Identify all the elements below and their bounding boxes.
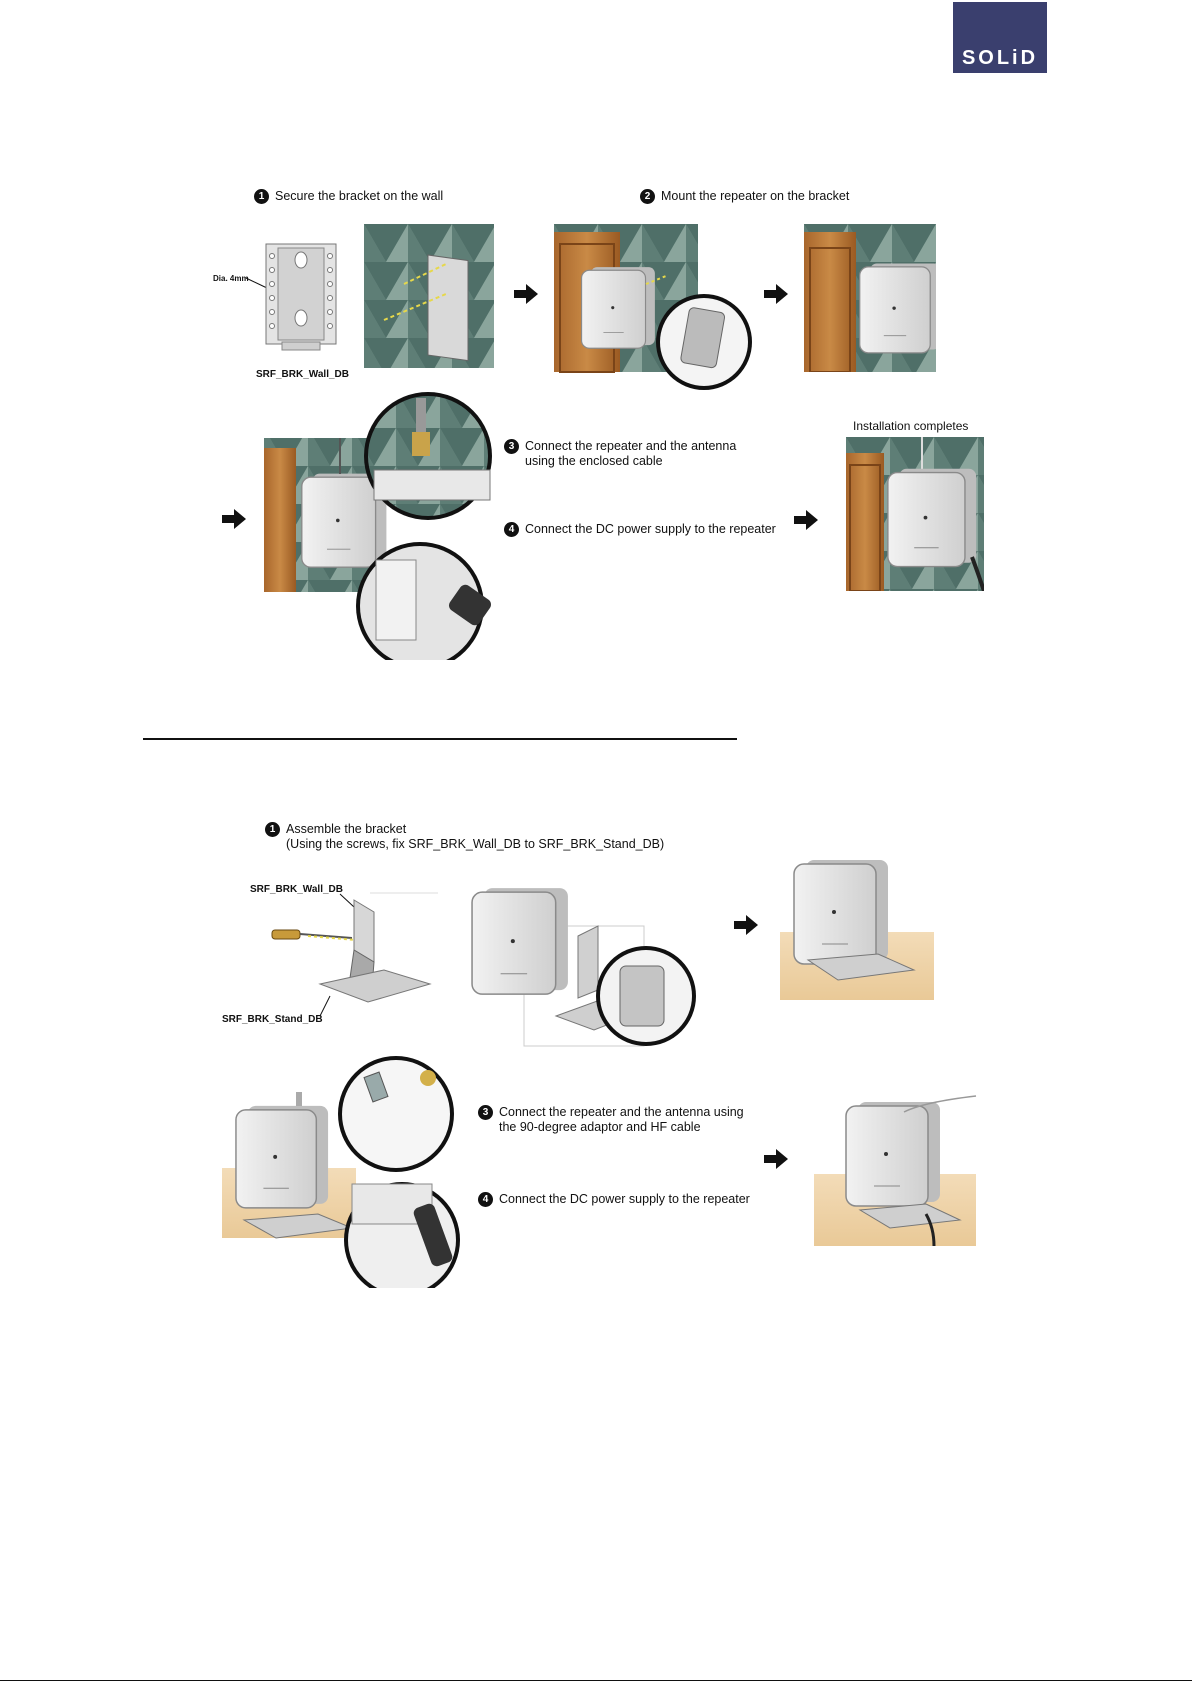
bracket-on-wall-image (364, 224, 494, 368)
wall-step-4: 4 Connect the DC power supply to the rep… (504, 522, 776, 537)
step-number: 4 (504, 522, 519, 537)
installation-complete-label: Installation completes (853, 419, 969, 433)
arrow-icon (764, 284, 788, 304)
stand-wall-bracket-label: SRF_BRK_Wall_DB (250, 884, 343, 895)
step-text-line-1: Connect the repeater and the antenna (525, 439, 737, 453)
arrow-icon (222, 509, 246, 529)
stand-mount-repeater-image (471, 887, 696, 1047)
wall-bracket-label: SRF_BRK_Wall_DB (256, 369, 349, 380)
step-text: Secure the bracket on the wall (275, 189, 444, 203)
step-text: Connect the DC power supply to the repea… (499, 1192, 750, 1206)
page-bottom-rule (0, 1680, 1192, 1681)
stand-installation-complete-image (814, 1095, 977, 1247)
step-text-line-1: Assemble the bracket (286, 822, 407, 836)
step-text: Connect the DC power supply to the repea… (525, 522, 776, 536)
step-number: 1 (265, 822, 280, 837)
step-text: Mount the repeater on the bracket (661, 189, 850, 203)
arrow-icon (764, 1149, 788, 1169)
step-number: 3 (478, 1105, 493, 1120)
step-number: 1 (254, 189, 269, 204)
solid-logo: SOLiD (953, 2, 1047, 73)
repeater-mounted-image (804, 224, 936, 372)
mount-repeater-image (554, 224, 752, 390)
connect-cables-image (264, 392, 492, 660)
step-text-line-2: using the enclosed cable (525, 454, 663, 468)
step-number: 4 (478, 1192, 493, 1207)
stand-assembly-image (271, 892, 438, 1017)
stand-bracket-label: SRF_BRK_Stand_DB (222, 1014, 323, 1025)
arrow-icon (514, 284, 538, 304)
stand-step-4: 4 Connect the DC power supply to the rep… (478, 1192, 750, 1207)
wall-step-3: 3 Connect the repeater and the antenna u… (504, 439, 736, 469)
stand-mounted-image (780, 859, 934, 1000)
stand-connect-cables-image (222, 1056, 460, 1288)
installation-complete-image (846, 437, 984, 591)
wall-bracket-drawing (265, 243, 337, 351)
wall-step-1: 1 Secure the bracket on the wall (254, 189, 443, 204)
step-number: 2 (640, 189, 655, 204)
dia-pointer (245, 277, 268, 289)
step-text-line-1: Connect the repeater and the antenna usi… (499, 1105, 744, 1119)
dia-label: Dia. 4mm (213, 274, 249, 283)
stand-step-3: 3 Connect the repeater and the antenna u… (478, 1105, 744, 1135)
arrow-icon (794, 510, 818, 530)
step-number: 3 (504, 439, 519, 454)
stand-step-1: 1 Assemble the bracket (Using the screws… (265, 822, 664, 852)
step-text-line-2: (Using the screws, fix SRF_BRK_Wall_DB t… (286, 837, 665, 851)
arrow-icon (734, 915, 758, 935)
wall-step-2: 2 Mount the repeater on the bracket (640, 189, 849, 204)
section-divider (143, 738, 737, 740)
step-text-line-2: the 90-degree adaptor and HF cable (499, 1120, 701, 1134)
